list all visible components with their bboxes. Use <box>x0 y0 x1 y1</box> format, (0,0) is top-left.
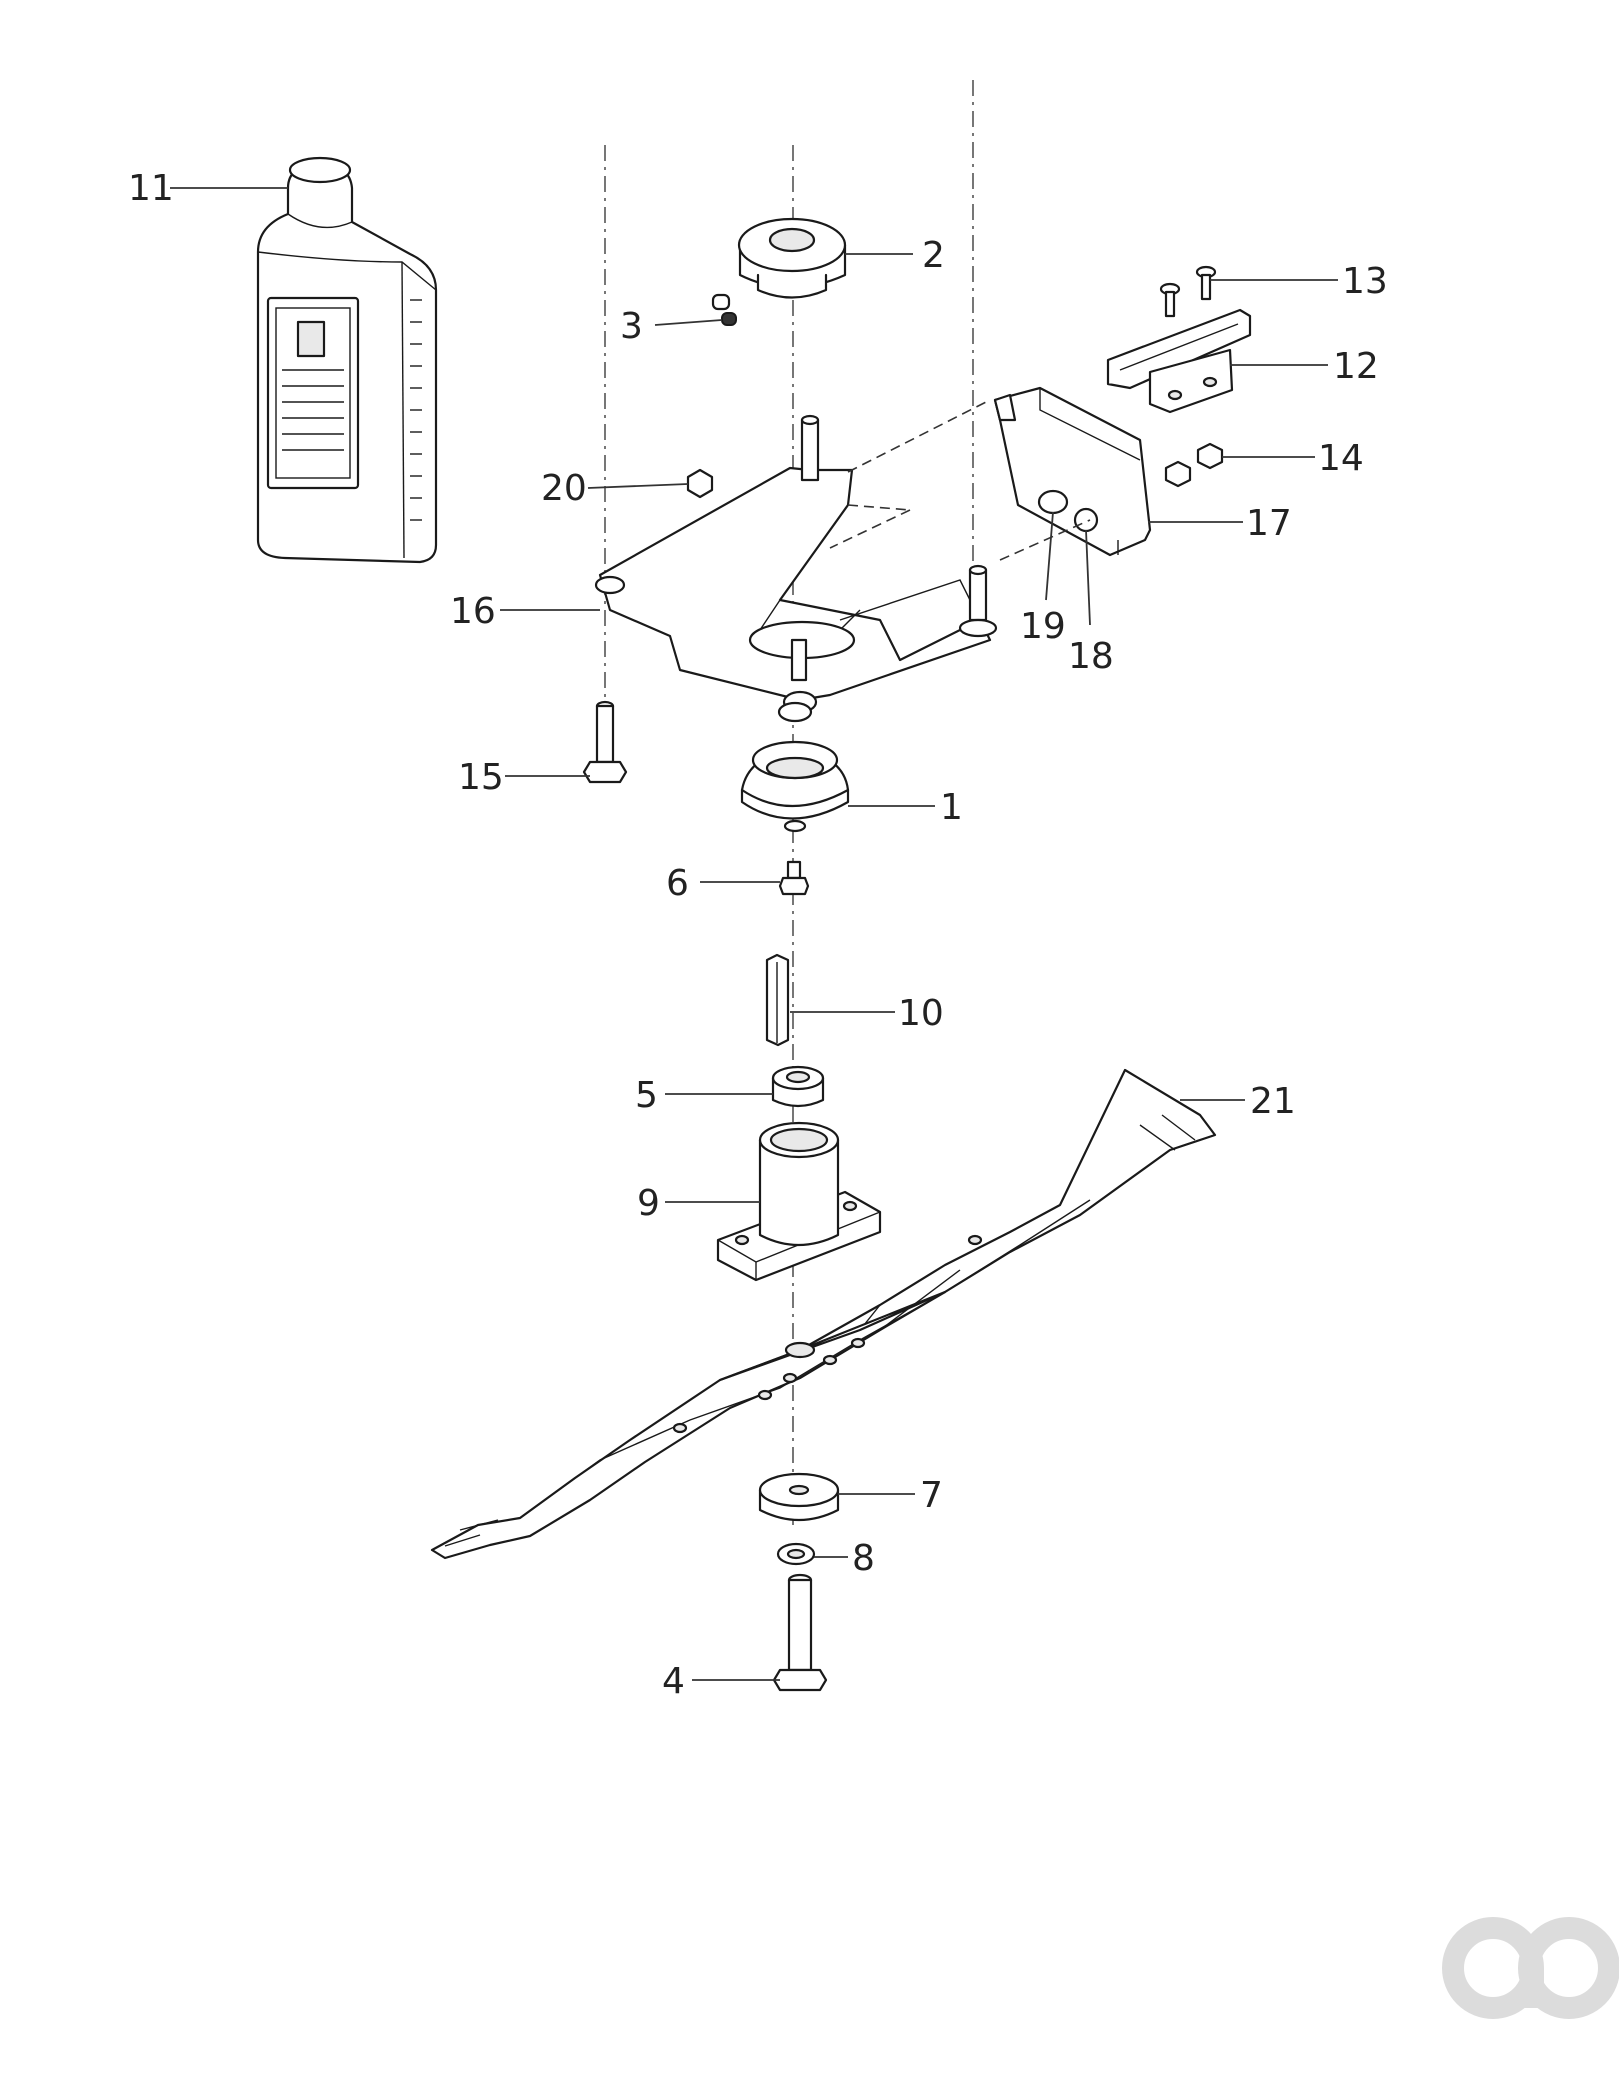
blade-part <box>430 1068 1217 1560</box>
callout-11: 11 <box>128 168 174 209</box>
leader-lines <box>170 187 1338 1681</box>
callout-18: 18 <box>1068 636 1114 677</box>
callout-15: 15 <box>458 757 504 798</box>
callout-13: 13 <box>1342 261 1388 302</box>
grommet-part <box>737 217 847 299</box>
oil-bottle-icon <box>256 156 438 564</box>
bolt-4-part <box>772 1573 828 1692</box>
watermark-logo <box>1442 1917 1619 2019</box>
callout-1: 1 <box>940 787 963 828</box>
callout-14: 14 <box>1318 438 1364 479</box>
callout-10: 10 <box>898 993 944 1034</box>
spacer-part <box>771 1065 825 1108</box>
callout-4: 4 <box>662 1661 685 1702</box>
callout-7: 7 <box>920 1475 943 1516</box>
bearing-flange-part <box>740 740 850 833</box>
callout-17: 17 <box>1246 503 1292 544</box>
callout-2: 2 <box>922 235 945 276</box>
cover-box-part <box>993 386 1152 557</box>
callout-19: 19 <box>1020 606 1066 647</box>
lock-washer-part <box>776 1542 816 1566</box>
callout-21: 21 <box>1250 1081 1296 1122</box>
plug-parts <box>711 293 737 326</box>
callout-16: 16 <box>450 591 496 632</box>
nut-20-part <box>686 468 714 499</box>
callout-12: 12 <box>1333 346 1379 387</box>
deck-plate-part <box>594 399 1091 723</box>
key-part <box>765 953 790 1047</box>
adapter-part <box>716 1121 882 1282</box>
nuts-part <box>1164 442 1224 488</box>
callout-9: 9 <box>637 1183 660 1224</box>
screws-part <box>1159 265 1217 318</box>
bracket-part <box>1106 308 1252 414</box>
washer-bolt-part <box>1037 489 1099 533</box>
callout-20: 20 <box>541 468 587 509</box>
callout-8: 8 <box>852 1538 875 1579</box>
callout-3: 3 <box>620 306 643 347</box>
bolt-6-part <box>778 860 810 896</box>
callout-5: 5 <box>635 1075 658 1116</box>
callout-6: 6 <box>666 863 689 904</box>
bolt-15-part <box>582 700 628 784</box>
washer-7-part <box>758 1472 840 1522</box>
